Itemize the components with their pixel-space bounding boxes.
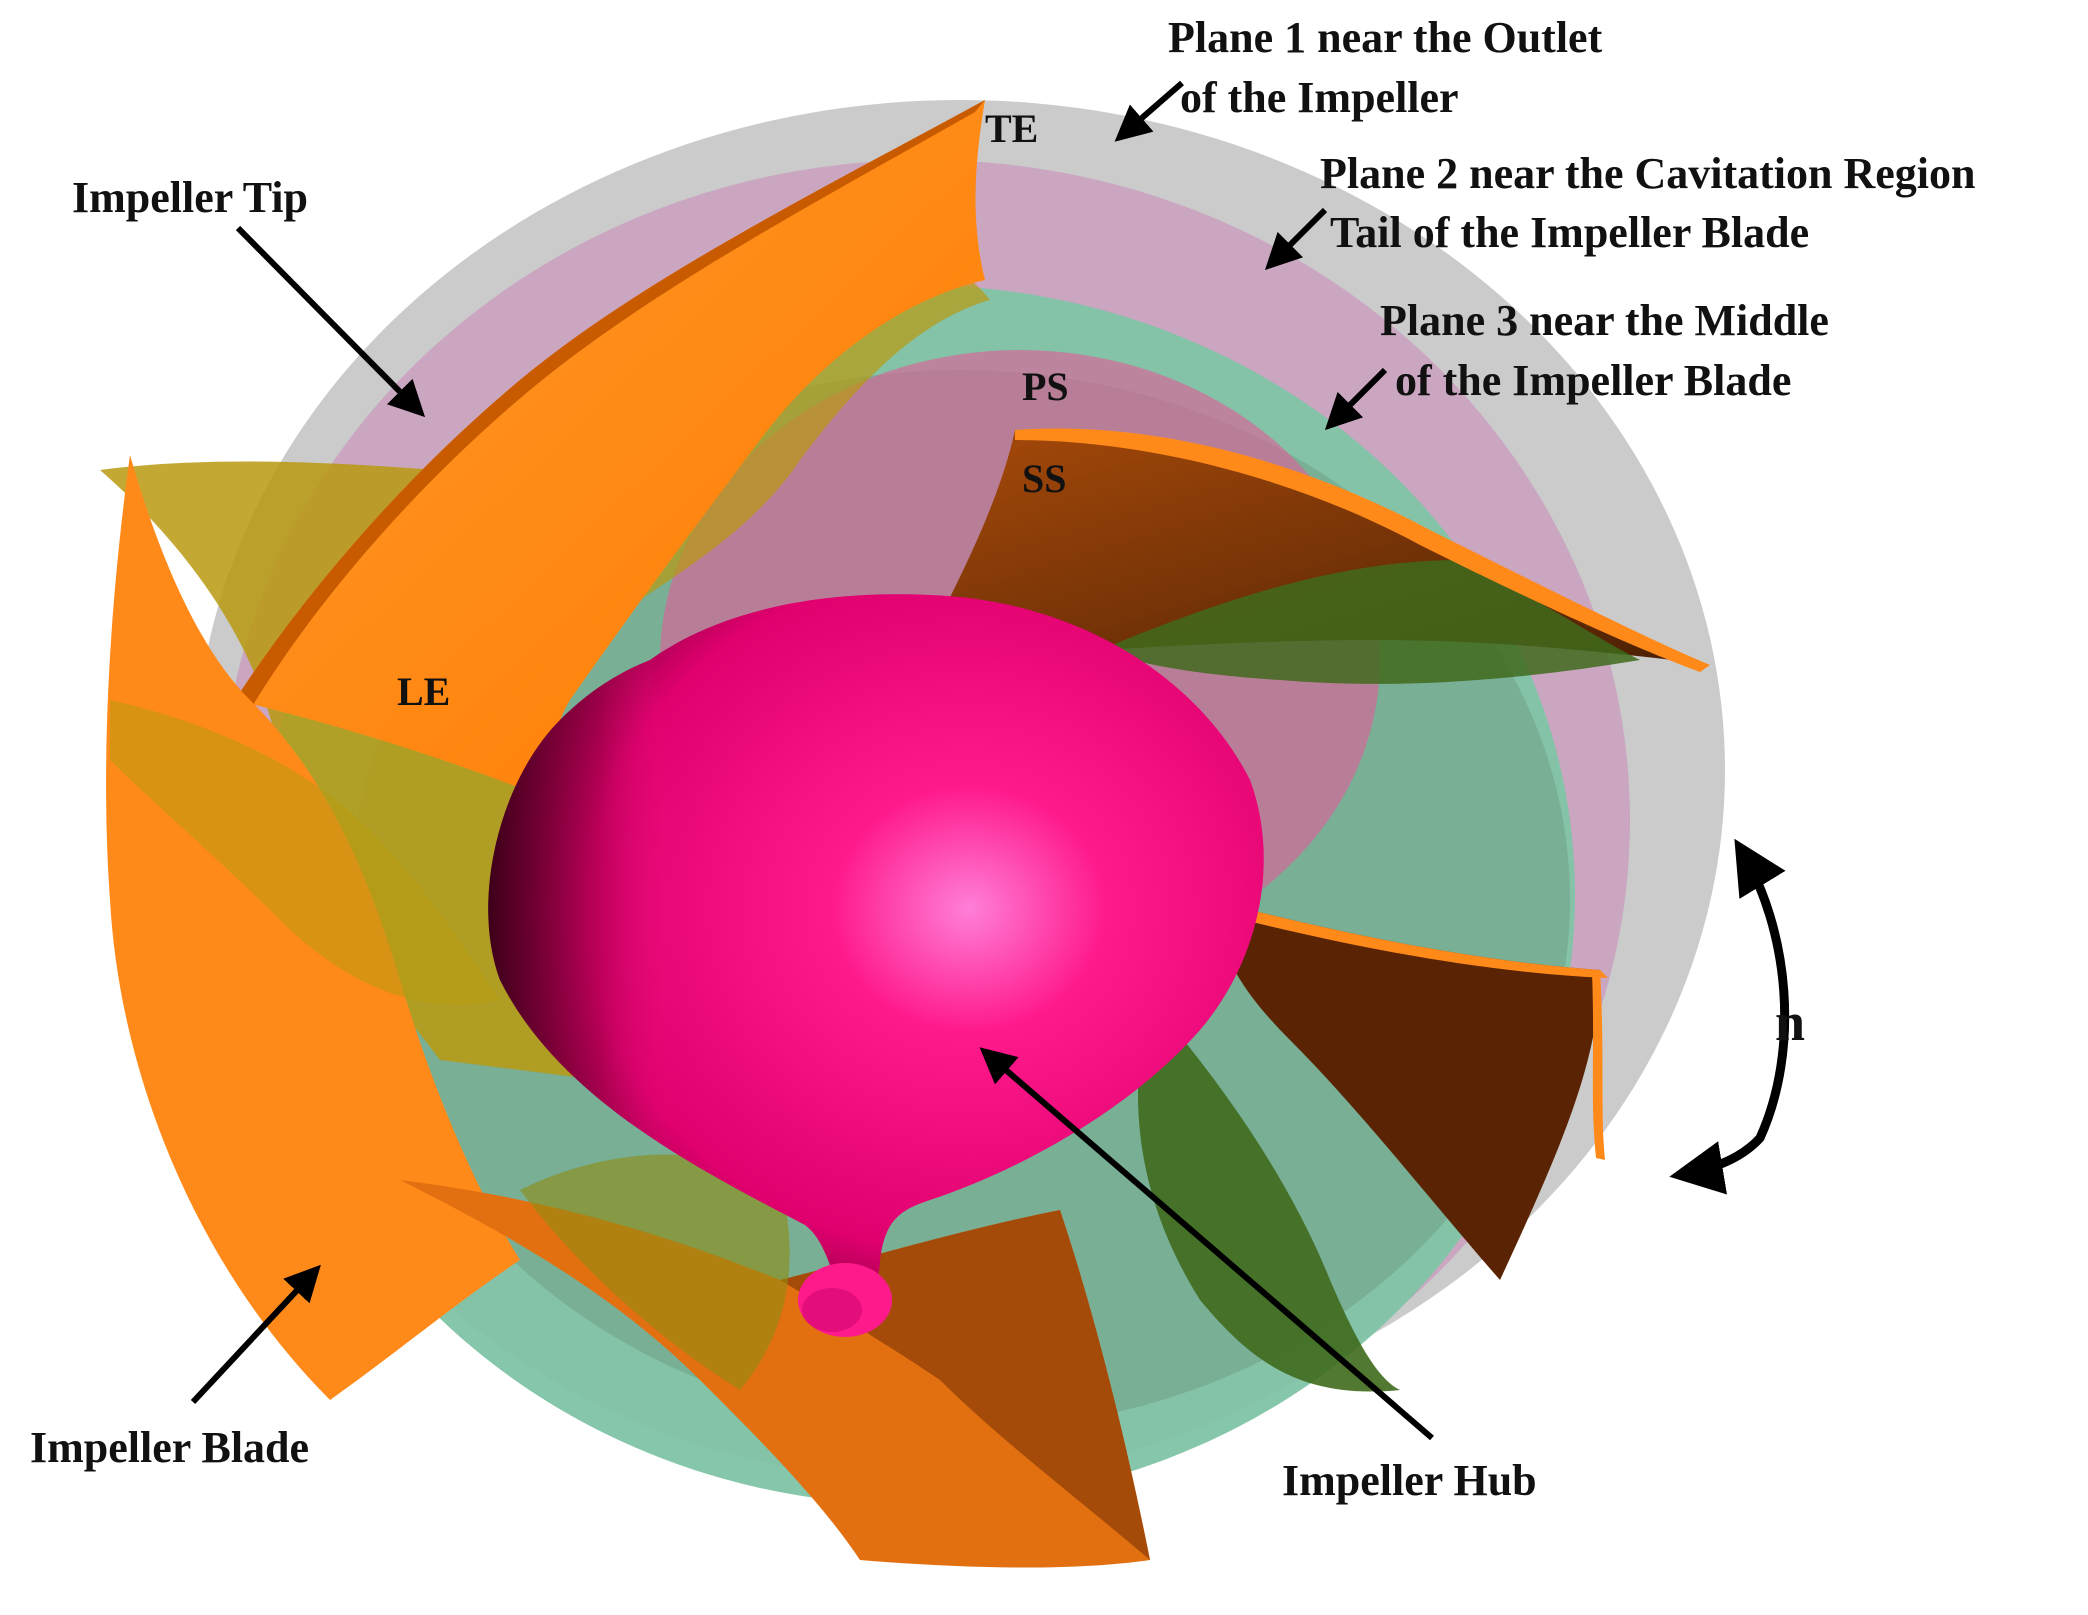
label-impeller-hub: Impeller Hub (1282, 1456, 1537, 1505)
label-plane-2-line2: Tail of the Impeller Blade (1330, 208, 1809, 257)
rotation-arrow (1669, 838, 1790, 1195)
impeller-blade-right-lower (1210, 900, 1600, 1280)
arrow-impeller-blade (190, 1264, 321, 1405)
arrow-impeller-hub (979, 1047, 1434, 1441)
label-plane-2-line1: Plane 2 near the Cavitation Region (1320, 149, 1976, 198)
label-ps: PS (1022, 364, 1069, 409)
label-impeller-blade: Impeller Blade (30, 1423, 309, 1472)
label-le: LE (397, 669, 450, 714)
blade-bottom-olive (520, 1154, 790, 1390)
arrow-impeller-tip (235, 225, 426, 418)
arrow-plane-2 (1264, 207, 1328, 271)
blade-right-lower-green (1138, 1000, 1400, 1392)
impeller-hub-shadow (488, 660, 805, 1225)
blade-right-top-green (1100, 560, 1640, 684)
arrow-plane-3 (1324, 367, 1388, 431)
label-plane-3-line2: of the Impeller Blade (1395, 356, 1791, 405)
label-rotation-n: n (1775, 992, 1805, 1052)
blade-right-top-edge (1015, 428, 1710, 672)
impeller-blade-top-left (235, 100, 985, 810)
label-plane-1-line2: of the Impeller (1180, 73, 1459, 122)
blade-right-lower-rim (1592, 970, 1605, 1160)
blade-left-olive-overlay (110, 700, 500, 1006)
label-plane-3-line1: Plane 3 near the Middle (1380, 296, 1829, 345)
label-plane-1-line1: Plane 1 near the Outlet (1168, 13, 1603, 62)
arrow-plane-1 (1114, 80, 1184, 142)
label-impeller-tip: Impeller Tip (72, 173, 308, 222)
label-te: TE (985, 106, 1038, 151)
impeller-hub-tip-ball-shade (802, 1288, 862, 1332)
label-ss: SS (1022, 456, 1067, 501)
blade-right-lower-edge (1210, 900, 1608, 978)
